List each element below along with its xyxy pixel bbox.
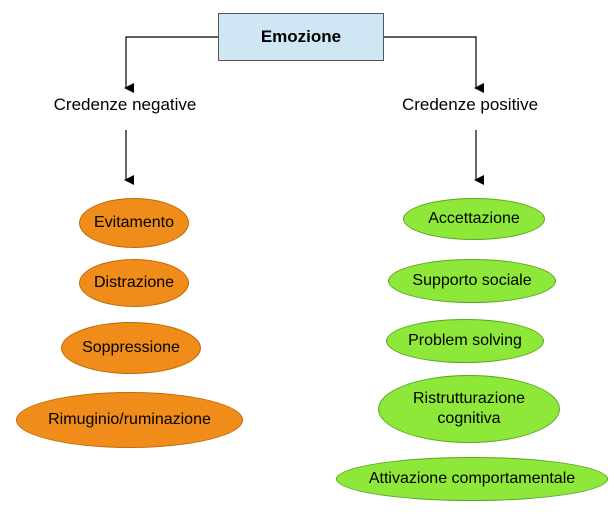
positive-item-problem-solving: Problem solving [386,319,544,363]
connector-root-positive [384,36,484,93]
positive-heading: Credenze positive [401,95,539,114]
connector-root-negative [124,36,218,93]
root-node: Emozione [218,13,384,61]
negative-item-distrazione: Distrazione [79,259,189,307]
negative-item-evitamento: Evitamento [79,198,189,248]
negative-heading: Credenze negative [53,95,197,114]
root-label: Emozione [260,27,342,46]
positive-item-supporto-sociale: Supporto sociale [388,259,556,303]
positive-item-ristrutturazione: Ristrutturazione cognitiva [378,375,560,443]
negative-item-rimuginio: Rimuginio/ruminazione [16,392,243,448]
positive-item-attivazione: Attivazione comportamentale [336,457,608,501]
positive-item-accettazione: Accettazione [403,198,545,240]
negative-item-soppressione: Soppressione [61,322,201,374]
